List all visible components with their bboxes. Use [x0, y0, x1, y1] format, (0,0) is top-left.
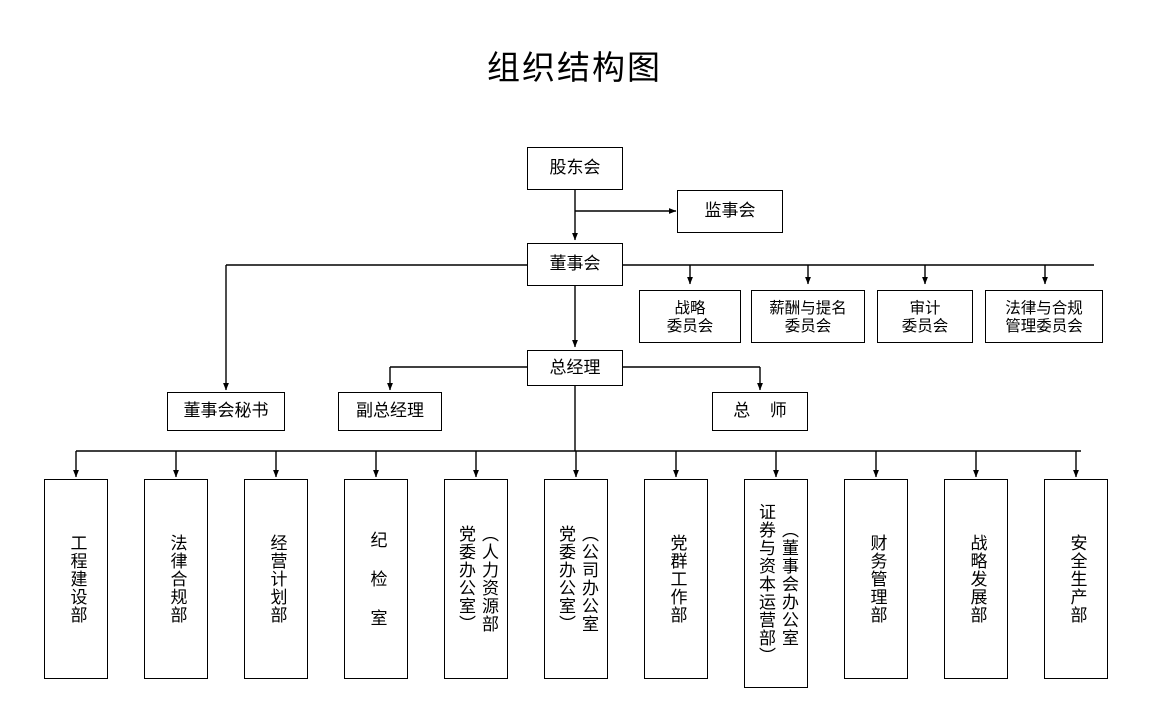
committee-audit[interactable]: 审计 委员会 [877, 290, 973, 343]
dept-legal-compliance[interactable]: 法律合规部 [144, 479, 208, 679]
node-label: 股东会 [549, 158, 601, 178]
node-general-manager[interactable]: 总经理 [527, 350, 623, 386]
dept-discipline-inspection-office[interactable]: 纪 检 室 [344, 479, 408, 679]
dept-securities-capital-operation-board-office[interactable]: （董事会办公室 证券与资本运营部） [744, 479, 808, 688]
committee-label: 薪酬与提名 委员会 [769, 298, 847, 335]
committee-label: 法律与合规 管理委员会 [1005, 298, 1083, 335]
dept-production-safety[interactable]: 安全生产部 [1044, 479, 1108, 679]
node-label: 总 师 [733, 401, 794, 421]
dept-label: 党群工作部 [666, 534, 687, 624]
dept-label: 战略发展部 [966, 534, 987, 624]
committee-label: 战略 委员会 [666, 298, 714, 335]
node-deputy-general-manager[interactable]: 副总经理 [338, 392, 442, 431]
dept-party-mass-work[interactable]: 党群工作部 [644, 479, 708, 679]
node-chief-engineer[interactable]: 总 师 [712, 392, 808, 431]
dept-label: 纪 检 室 [366, 531, 387, 627]
dept-label: 安全生产部 [1066, 534, 1087, 624]
node-board-of-directors[interactable]: 董事会 [527, 243, 623, 286]
node-board-of-supervisors[interactable]: 监事会 [677, 190, 783, 233]
dept-label: 法律合规部 [166, 534, 187, 624]
dept-label: 经营计划部 [266, 534, 287, 624]
dept-business-planning[interactable]: 经营计划部 [244, 479, 308, 679]
node-board-secretary[interactable]: 董事会秘书 [167, 392, 285, 431]
committee-strategy[interactable]: 战略 委员会 [639, 290, 741, 343]
node-label: 副总经理 [356, 401, 424, 421]
node-label: 董事会 [549, 254, 601, 274]
node-shareholders-meeting[interactable]: 股东会 [527, 147, 623, 190]
dept-human-resources-party-committee-office[interactable]: （人力资源部 党委办公室） [444, 479, 508, 679]
node-label: 监事会 [704, 201, 756, 221]
committee-compensation-nomination[interactable]: 薪酬与提名 委员会 [751, 290, 865, 343]
node-label: 董事会秘书 [183, 401, 269, 421]
node-label: 总经理 [549, 357, 601, 378]
dept-engineering-construction[interactable]: 工程建设部 [44, 479, 108, 679]
dept-financial-management[interactable]: 财务管理部 [844, 479, 908, 679]
dept-label: （人力资源部 党委办公室） [455, 525, 498, 633]
dept-company-office-party-committee-office[interactable]: （公司办公室 党委办公室） [544, 479, 608, 679]
dept-label: 财务管理部 [866, 534, 887, 624]
committee-label: 审计 委员会 [901, 298, 949, 335]
committee-legal-compliance-management[interactable]: 法律与合规 管理委员会 [985, 290, 1103, 343]
dept-strategic-development[interactable]: 战略发展部 [944, 479, 1008, 679]
dept-label: 工程建设部 [66, 534, 87, 624]
page-title: 组织结构图 [487, 48, 662, 87]
dept-label: （公司办公室 党委办公室） [555, 525, 598, 633]
dept-label: （董事会办公室 证券与资本运营部） [755, 502, 798, 665]
